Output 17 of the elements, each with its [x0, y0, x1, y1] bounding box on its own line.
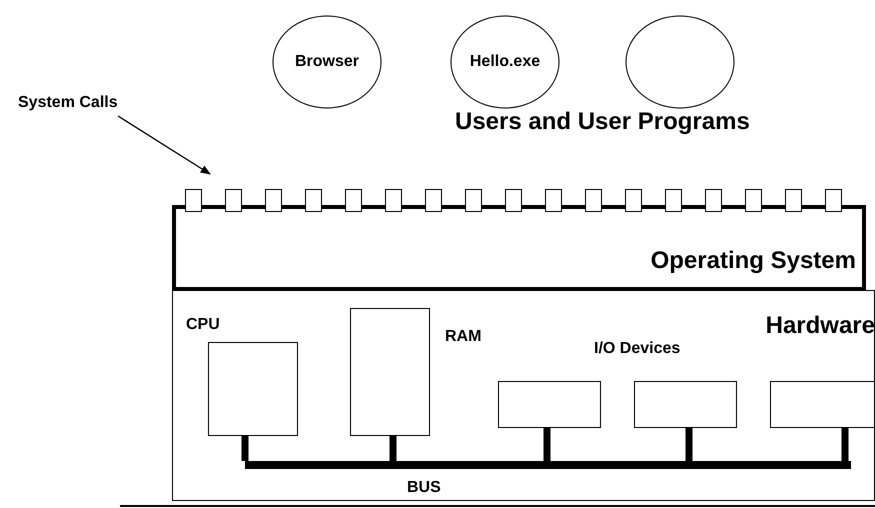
leader-arrow: [118, 115, 211, 175]
bus-connector: [390, 436, 396, 461]
bus-connector: [544, 428, 550, 461]
program-name: Browser: [294, 53, 360, 71]
layer-title: Hardware: [766, 312, 875, 340]
program-ellipse: [625, 15, 735, 109]
system-calls-label: System Calls: [18, 94, 148, 116]
bus-connector: [842, 428, 848, 461]
bus-connector: [242, 436, 248, 461]
program-name: Hello.exe: [470, 53, 540, 71]
component-label: CPU: [186, 316, 220, 334]
device-group-label: I/O Devices: [594, 340, 680, 358]
bus-label: BUS: [407, 479, 441, 497]
component-label: RAM: [445, 328, 482, 346]
layer-title: Operating System: [650, 247, 856, 275]
bus-connector: [686, 428, 692, 461]
layer-title: Users and User Programs: [455, 108, 750, 136]
